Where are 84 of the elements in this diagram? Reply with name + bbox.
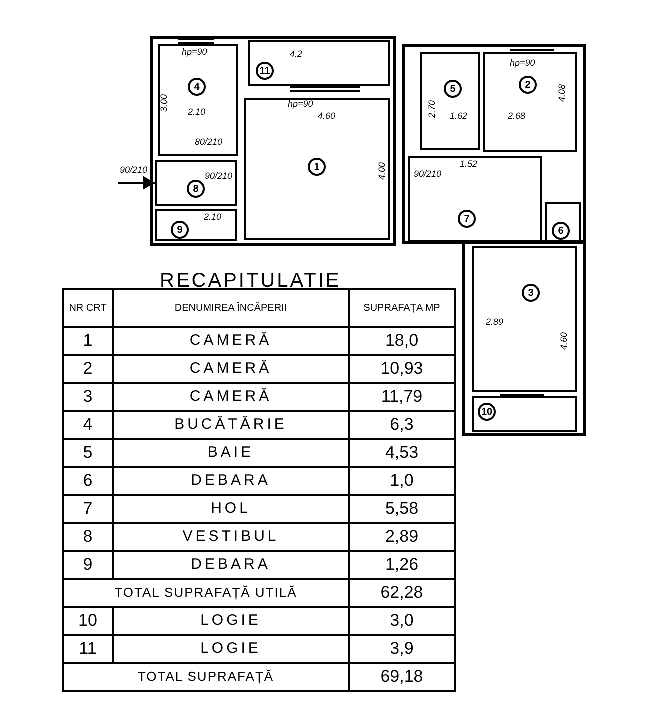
room (408, 156, 542, 242)
area-value: 1,0 (390, 470, 414, 492)
area-value: 11,79 (381, 386, 423, 408)
room-number: 10 (478, 403, 496, 421)
dimension-label: 4.60 (560, 332, 569, 350)
room (155, 160, 237, 206)
room (472, 396, 577, 432)
area-value: 6,3 (390, 414, 414, 436)
room (420, 52, 480, 150)
row-number: 11 (79, 638, 97, 660)
row-number: 5 (83, 442, 93, 464)
room-name: HOL (211, 498, 251, 519)
dimension-label: 4.2 (290, 50, 303, 59)
room-name: BAIE (208, 442, 254, 463)
table-title: RECAPITULATIE (160, 269, 342, 294)
room (244, 98, 390, 240)
area-value: 2,89 (385, 526, 419, 548)
dimension-label: hp=90 (510, 59, 536, 68)
column-header: NR CRT (69, 302, 107, 314)
room-number: 6 (552, 222, 570, 240)
dimension-label: 2.10 (188, 108, 206, 117)
dimension-label: 90/210 (205, 172, 233, 181)
row-number: 2 (83, 358, 93, 380)
room (155, 209, 237, 241)
room-name: LOGIE (200, 638, 262, 659)
room-number: 5 (444, 80, 462, 98)
room-number: 9 (171, 221, 189, 239)
room-number: 11 (256, 62, 274, 80)
area-value: 3,0 (390, 610, 414, 632)
row-number: 8 (83, 526, 93, 548)
dimension-label: 1.62 (450, 112, 468, 121)
area-value: 10,93 (380, 358, 424, 380)
room-name: DEBARA (191, 470, 271, 491)
dimension-label: 1.52 (460, 160, 478, 169)
total-label: TOTAL SUPRAFAȚĂ UTILĂ (114, 584, 298, 602)
room-name: CAMERĂ (190, 358, 272, 379)
room (248, 40, 390, 86)
room-number: 4 (188, 78, 206, 96)
area-value: 18,0 (385, 330, 419, 352)
row-number: 1 (83, 330, 93, 352)
room (472, 246, 577, 392)
room-number: 7 (458, 210, 476, 228)
area-value: 1,26 (385, 554, 419, 576)
room-name: BUCĂTĂRIE (174, 414, 288, 435)
dimension-label: 4.08 (558, 84, 567, 102)
area-value: 4,53 (385, 442, 419, 464)
row-number: 4 (83, 414, 93, 436)
dimension-label: 2.89 (486, 318, 504, 327)
dimension-label: 90/210 (120, 166, 148, 175)
dimension-label: 90/210 (414, 170, 442, 179)
column-header: SUPRAFAȚA MP (364, 302, 440, 314)
dimension-label: 3.00 (160, 94, 169, 112)
area-value: 3,9 (390, 638, 414, 660)
room-name: VESTIBUL (182, 526, 280, 547)
room-name: CAMERĂ (190, 386, 272, 407)
dimension-label: 2.70 (428, 100, 437, 118)
dimension-label: hp=90 (288, 100, 314, 109)
room-name: CAMERĂ (190, 330, 272, 351)
room-name: DEBARA (191, 554, 271, 575)
area-value: 5,58 (385, 498, 419, 520)
total-label: TOTAL SUPRAFAȚĂ (138, 668, 274, 686)
row-number: 10 (78, 610, 98, 632)
dimension-label: 4.60 (318, 112, 336, 121)
row-number: 9 (83, 554, 93, 576)
row-number: 3 (83, 386, 93, 408)
area-value: 62,28 (380, 582, 424, 604)
column-header: DENUMIREA ÎNCĂPERII (174, 302, 288, 314)
room-number: 8 (187, 180, 205, 198)
room (545, 202, 581, 242)
room-number: 3 (522, 284, 540, 302)
room (483, 52, 577, 152)
room-name: LOGIE (200, 610, 262, 631)
area-value: 69,18 (380, 666, 424, 688)
dimension-label: 4.00 (378, 162, 387, 180)
row-number: 6 (83, 470, 93, 492)
dimension-label: hp=90 (182, 48, 208, 57)
dimension-label: 2.68 (508, 112, 526, 121)
entrance-arrow (118, 176, 155, 190)
dimension-label: 80/210 (195, 138, 223, 147)
room (158, 44, 238, 156)
room-number: 1 (308, 158, 326, 176)
room-number: 2 (519, 76, 537, 94)
dimension-label: 2.10 (204, 213, 222, 222)
row-number: 7 (83, 498, 93, 520)
